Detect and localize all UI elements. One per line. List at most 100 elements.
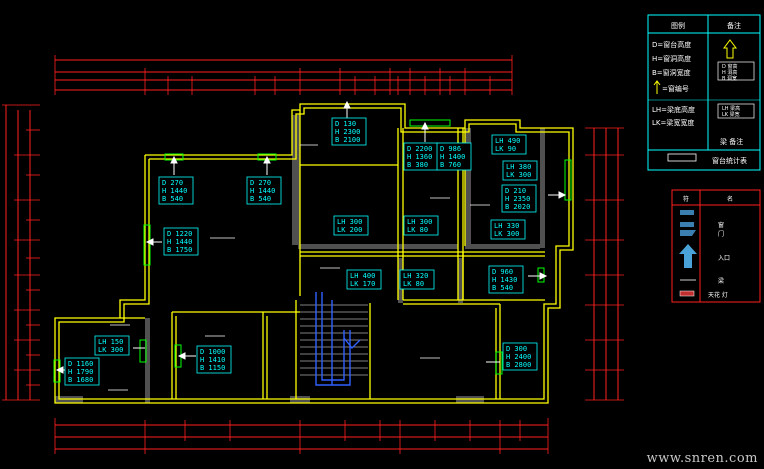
legend-lh-line: LH=梁底高度 — [652, 105, 695, 114]
legend-h-line: H=窗洞高度 — [652, 54, 691, 63]
legend-mini-row-1: D 窗高 — [722, 63, 737, 70]
room-tag-line: D 1160 — [68, 360, 93, 368]
room-tag-line: D 986 — [440, 145, 461, 153]
room-tag-frame — [436, 142, 472, 171]
room-tag-frame — [502, 342, 538, 371]
small-notes — [108, 144, 490, 391]
room-tag-frame — [158, 176, 194, 205]
legend-mini-row-2: H 洞高 — [722, 69, 737, 76]
legend-d-line: D=窗台高度 — [652, 40, 691, 49]
legend-mini2-row-1: LH 梁高 — [722, 105, 740, 112]
stair-handrail — [315, 292, 361, 386]
legend-arrow-icon — [653, 80, 661, 94]
legend-header-left: 图例 — [671, 21, 685, 30]
room-tag-line: B 1750 — [167, 246, 192, 254]
room-tag-frame — [346, 269, 382, 290]
room-tag-line: D 270 — [250, 179, 271, 187]
room-tag-line: D 130 — [335, 120, 356, 128]
room-tag-line: B 540 — [492, 284, 513, 292]
room-tag-frame — [502, 160, 538, 181]
room-tag-line: D 960 — [492, 268, 513, 276]
room-tag-line: H 2400 — [506, 353, 531, 361]
room-tag-line: H 1440 — [162, 187, 187, 195]
room-tag-line: LH 400 — [350, 272, 375, 280]
room-tag-line: LH 150 — [98, 338, 123, 346]
legend-up-arrow-icon — [723, 39, 737, 59]
room-tag-line: B 2020 — [505, 203, 530, 211]
room-tag-line: D 270 — [162, 179, 183, 187]
symbol-door-icon — [680, 230, 696, 236]
symbol-legend-header-left: 符 — [683, 195, 689, 203]
room-tag-frame — [94, 335, 130, 356]
room-tag-line: B 760 — [440, 161, 461, 169]
room-tag-line: H 1400 — [440, 153, 465, 161]
room-tag-line: LH 380 — [506, 163, 531, 171]
symbol-entry-arrow-icon — [679, 244, 697, 268]
room-tag-line: H 1440 — [167, 238, 192, 246]
room-tag-line: B 2800 — [506, 361, 531, 369]
symbol-ceiling-light-icon — [679, 290, 695, 297]
room-tag-line: B 540 — [162, 195, 183, 203]
legend-mini2-row-2: LK 梁宽 — [722, 111, 740, 118]
room-tag-line: B 1150 — [200, 364, 225, 372]
room-tag-line: LH 300 — [407, 218, 432, 226]
symbol-door-label: 门 — [718, 230, 724, 238]
legend-beam-swatch — [667, 153, 697, 162]
room-tag-line: H 2350 — [505, 195, 530, 203]
room-tag-line: D 300 — [506, 345, 527, 353]
room-tag-frame — [64, 357, 100, 386]
room-tag-line: LH 320 — [403, 272, 428, 280]
symbol-ceiling-label: 天花 灯 — [708, 291, 728, 299]
room-tag-frame — [333, 215, 369, 236]
symbol-legend-panel: 符 名 窗 门 入口 梁 天花 灯 — [671, 189, 761, 303]
room-tag-line: H 1360 — [407, 153, 432, 161]
walls — [54, 103, 574, 404]
legend-bottom-note: 窗台统计表 — [712, 156, 747, 165]
room-tag-frame — [491, 134, 527, 155]
right-dimension-lines — [585, 127, 624, 401]
room-tag-line: LK 200 — [337, 226, 362, 234]
staircase — [300, 304, 368, 376]
room-tag-line: LK 300 — [506, 171, 531, 179]
room-tag-line: LH 330 — [494, 222, 519, 230]
legend-arrow-note: =窗编号 — [662, 84, 689, 93]
watermark: www.snren.com — [646, 451, 758, 466]
room-tag-frame — [163, 227, 199, 256]
room-tag-line: B 540 — [250, 195, 271, 203]
room-tag-frame — [403, 142, 439, 171]
symbol-window-icon — [680, 222, 694, 227]
room-tag-line: D 1000 — [200, 348, 225, 356]
symbol-window-label: 窗 — [718, 221, 724, 229]
room-tag-line: D 1220 — [167, 230, 192, 238]
room-tag-line: LK 170 — [350, 280, 375, 288]
legend-lk-line: LK=梁宽宽度 — [652, 118, 694, 127]
room-tag-line: B 380 — [407, 161, 428, 169]
left-dimension-lines — [2, 104, 40, 401]
room-tag-frame — [246, 176, 282, 205]
top-dimension-lines — [54, 55, 513, 95]
room-tag-frame — [399, 269, 435, 290]
room-tag-line: LH 300 — [337, 218, 362, 226]
window-markers — [55, 100, 567, 374]
room-tag-frame — [196, 345, 232, 374]
symbol-legend-header-right: 名 — [727, 195, 733, 203]
room-tag-line: H 1440 — [250, 187, 275, 195]
room-tag-line: H 1410 — [200, 356, 225, 364]
legend-beam-note: 梁 备注 — [720, 137, 743, 146]
